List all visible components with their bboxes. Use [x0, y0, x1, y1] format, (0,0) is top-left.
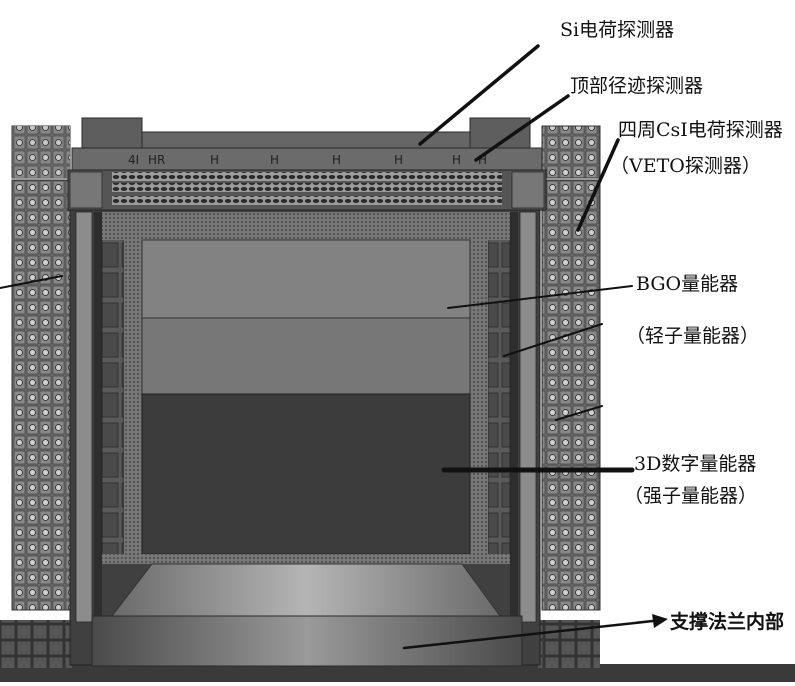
- top-frame: [71, 117, 543, 171]
- bgo-top-band: [102, 212, 510, 240]
- top-mark: HR: [148, 153, 165, 167]
- top-marks-row: 4I HR H H H H H H: [128, 153, 487, 167]
- leader-veto: [576, 138, 620, 232]
- calo-bottom-band: [102, 554, 510, 564]
- hadron-calorimeter-3d: [141, 393, 471, 555]
- label-3d-calo-line1: 3D数字量能器: [634, 453, 756, 475]
- leader-left-column: [0, 275, 63, 289]
- label-flange: 支撑法兰内部: [669, 610, 784, 633]
- flange-arrowhead: [652, 614, 668, 628]
- leader-flange: [402, 618, 664, 650]
- leader-bgo: [447, 285, 633, 309]
- left-outer-column: [0, 125, 72, 668]
- label-si-charge: Si电荷探测器: [560, 19, 674, 41]
- label-veto-line2: （VETO探测器）: [610, 155, 761, 177]
- leader-top-tracker: [474, 94, 570, 162]
- top-mark: H: [452, 153, 461, 167]
- top-mark: H: [394, 153, 403, 167]
- right-outer-column: [538, 125, 601, 668]
- label-veto-line1: 四周CsI电荷探测器: [618, 119, 783, 141]
- leader-right-column: [555, 405, 603, 421]
- right-side-modules: [470, 217, 511, 559]
- label-bgo-line2: （轻子量能器）: [626, 325, 759, 347]
- top-mark: H: [332, 153, 341, 167]
- top-mark: H: [210, 153, 219, 167]
- top-mark: H: [478, 153, 487, 167]
- leader-si-charge: [418, 44, 540, 146]
- support-flange: [91, 563, 523, 667]
- label-top-tracker: 顶部径迹探测器: [570, 75, 703, 97]
- label-3d-calo-line2: （强子量能器）: [624, 485, 757, 507]
- top-mark: 4I: [128, 153, 139, 167]
- top-tracker-rows: [67, 169, 547, 211]
- leader-bgo-side: [503, 323, 603, 357]
- leader-lines: [0, 44, 664, 650]
- top-mark: H: [270, 153, 279, 167]
- left-side-modules: [101, 217, 142, 559]
- base-floor: [0, 664, 795, 682]
- bgo-calorimeter: [141, 239, 471, 395]
- label-bgo-line1: BGO量能器: [636, 273, 738, 295]
